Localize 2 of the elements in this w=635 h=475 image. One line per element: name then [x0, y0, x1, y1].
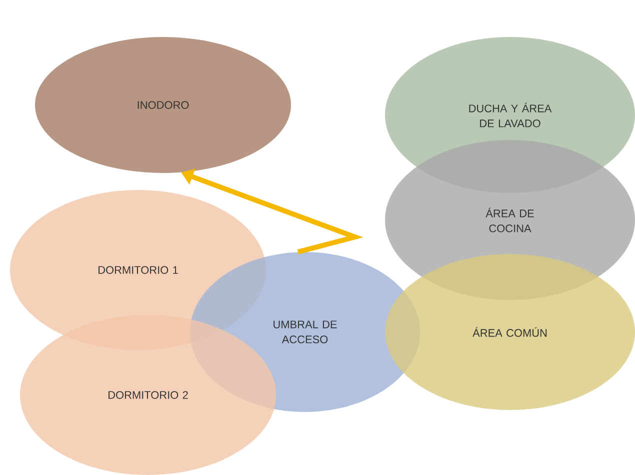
ellipse-node: INODORO — [35, 37, 291, 173]
ellipse-node: ÁREA COMÚN — [385, 254, 635, 410]
